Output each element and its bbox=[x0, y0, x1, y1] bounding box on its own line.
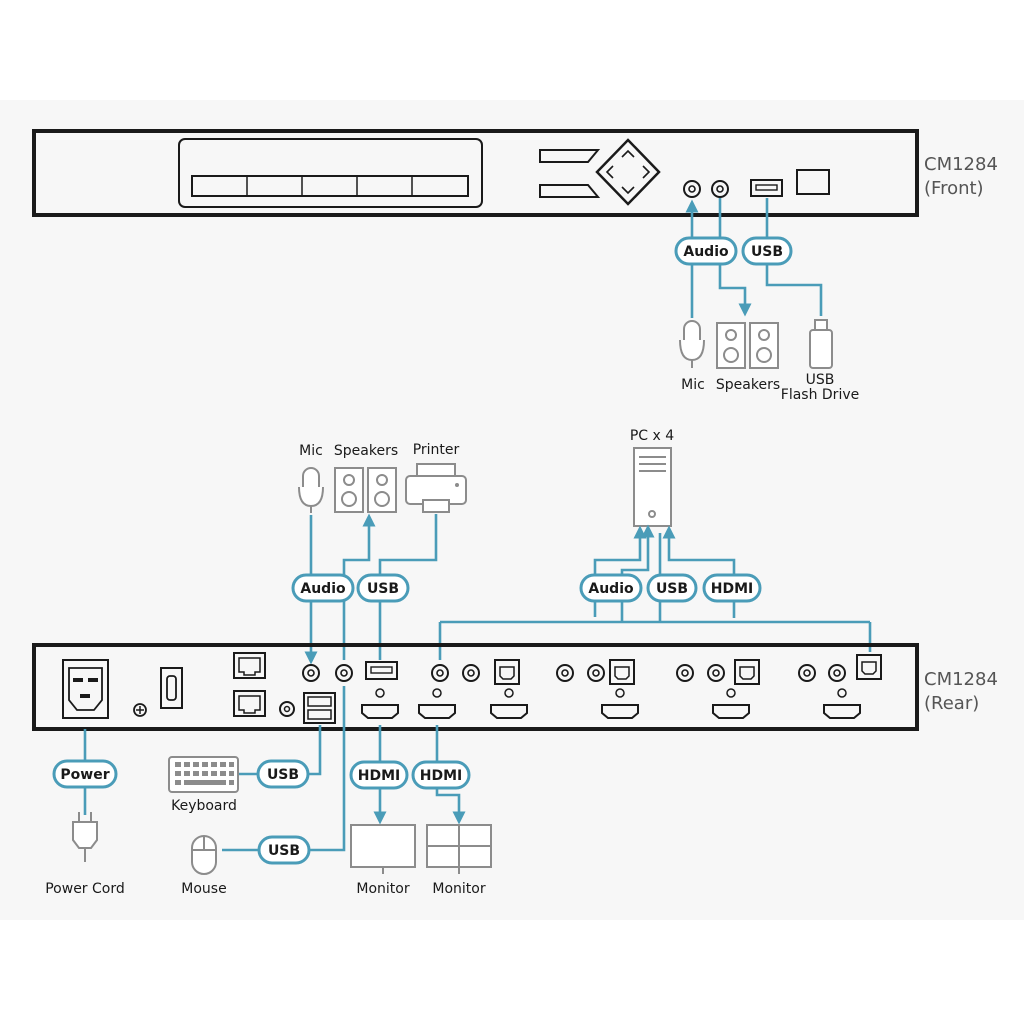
flash-drive-label-1: USB bbox=[806, 372, 835, 388]
ethernet-port-lower bbox=[233, 690, 266, 717]
power-cord-label: Power Cord bbox=[45, 881, 125, 897]
front-audio-label: Audio bbox=[674, 236, 738, 266]
pc-tower-icon bbox=[633, 447, 672, 527]
svg-text:Power: Power bbox=[60, 767, 109, 783]
rear-mic-icon bbox=[298, 467, 324, 513]
front-button-upper[interactable] bbox=[539, 149, 601, 163]
mouse-label: Mouse bbox=[181, 881, 226, 897]
monitor-icon-2 bbox=[426, 824, 492, 874]
pc-audio-label: Audio bbox=[579, 573, 643, 603]
rear-mic-label: Mic bbox=[299, 443, 323, 459]
pc-port-group-3 bbox=[676, 659, 760, 719]
front-speaker-jack bbox=[711, 180, 729, 198]
pc-port-group-2 bbox=[556, 659, 639, 719]
monitor-label-1: Monitor bbox=[356, 881, 409, 897]
flash-drive-label-2: Flash Drive bbox=[781, 387, 859, 403]
pc-label: PC x 4 bbox=[630, 428, 674, 444]
svg-text:USB: USB bbox=[751, 244, 783, 260]
mouse-usb-label: USB bbox=[257, 835, 311, 865]
front-speakers-icon bbox=[716, 322, 779, 369]
hdmi-label-1: HDMI bbox=[349, 760, 409, 790]
svg-text:USB: USB bbox=[267, 767, 299, 783]
ethernet-port-upper bbox=[233, 652, 266, 679]
rear-top-connections bbox=[304, 513, 872, 665]
ground-screw bbox=[133, 703, 147, 717]
pc-port-group-1 bbox=[431, 659, 528, 719]
front-navigation-pad[interactable] bbox=[595, 138, 661, 206]
front-mic-icon bbox=[679, 320, 705, 368]
rear-panel bbox=[32, 643, 919, 731]
front-mic-jack bbox=[683, 180, 701, 198]
usb-flash-drive-icon bbox=[809, 319, 833, 369]
svg-text:USB: USB bbox=[656, 581, 688, 597]
power-switch[interactable] bbox=[160, 667, 183, 709]
printer-label: Printer bbox=[413, 442, 460, 458]
svg-text:Audio: Audio bbox=[588, 581, 634, 597]
rear-model-label: CM1284 bbox=[924, 669, 998, 690]
power-inlet bbox=[62, 659, 109, 719]
mouse-icon bbox=[191, 835, 217, 875]
console-usb-ports bbox=[303, 692, 336, 724]
svg-text:HDMI: HDMI bbox=[420, 768, 462, 784]
rear-usb-port bbox=[365, 661, 398, 680]
keyboard-label: Keyboard bbox=[171, 798, 237, 814]
svg-text:HDMI: HDMI bbox=[358, 768, 400, 784]
rear-mic-jack bbox=[302, 664, 320, 682]
front-usb-port bbox=[750, 179, 783, 197]
svg-text:Audio: Audio bbox=[300, 581, 346, 597]
pc-usb-label: USB bbox=[646, 573, 698, 603]
front-speakers-label: Speakers bbox=[716, 377, 780, 393]
rear-audio-label: Audio bbox=[291, 573, 355, 603]
pc-hdmi-label: HDMI bbox=[702, 573, 762, 603]
monitor-icon-1 bbox=[350, 824, 416, 874]
front-button-lower[interactable] bbox=[539, 184, 601, 198]
keyboard-usb-label: USB bbox=[256, 759, 310, 789]
front-led-window bbox=[796, 169, 830, 195]
front-view-label: (Front) bbox=[924, 178, 984, 199]
rear-usb-label: USB bbox=[356, 573, 410, 603]
rear-speakers-icon bbox=[334, 467, 397, 513]
keyboard-icon bbox=[168, 756, 239, 793]
rear-small-jack bbox=[279, 701, 295, 717]
pc-port-group-4 bbox=[798, 654, 882, 719]
printer-icon bbox=[405, 463, 467, 513]
hdmi-label-2: HDMI bbox=[411, 760, 471, 790]
front-panel bbox=[32, 129, 919, 217]
power-plug-icon bbox=[72, 812, 98, 862]
rear-view-label: (Rear) bbox=[924, 693, 979, 714]
front-display-lcd bbox=[191, 175, 469, 197]
svg-text:USB: USB bbox=[367, 581, 399, 597]
monitor-label-2: Monitor bbox=[432, 881, 485, 897]
console-hdmi-port-1 bbox=[361, 688, 399, 719]
front-mic-label: Mic bbox=[681, 377, 705, 393]
power-label: Power bbox=[52, 759, 118, 789]
console-hdmi-port-2 bbox=[418, 688, 456, 719]
front-model-label: CM1284 bbox=[924, 154, 998, 175]
svg-text:USB: USB bbox=[268, 843, 300, 859]
svg-text:Audio: Audio bbox=[683, 244, 729, 260]
front-usb-label: USB bbox=[741, 236, 793, 266]
rear-speaker-jack bbox=[335, 664, 353, 682]
svg-text:HDMI: HDMI bbox=[711, 581, 753, 597]
rear-speakers-label: Speakers bbox=[334, 443, 398, 459]
